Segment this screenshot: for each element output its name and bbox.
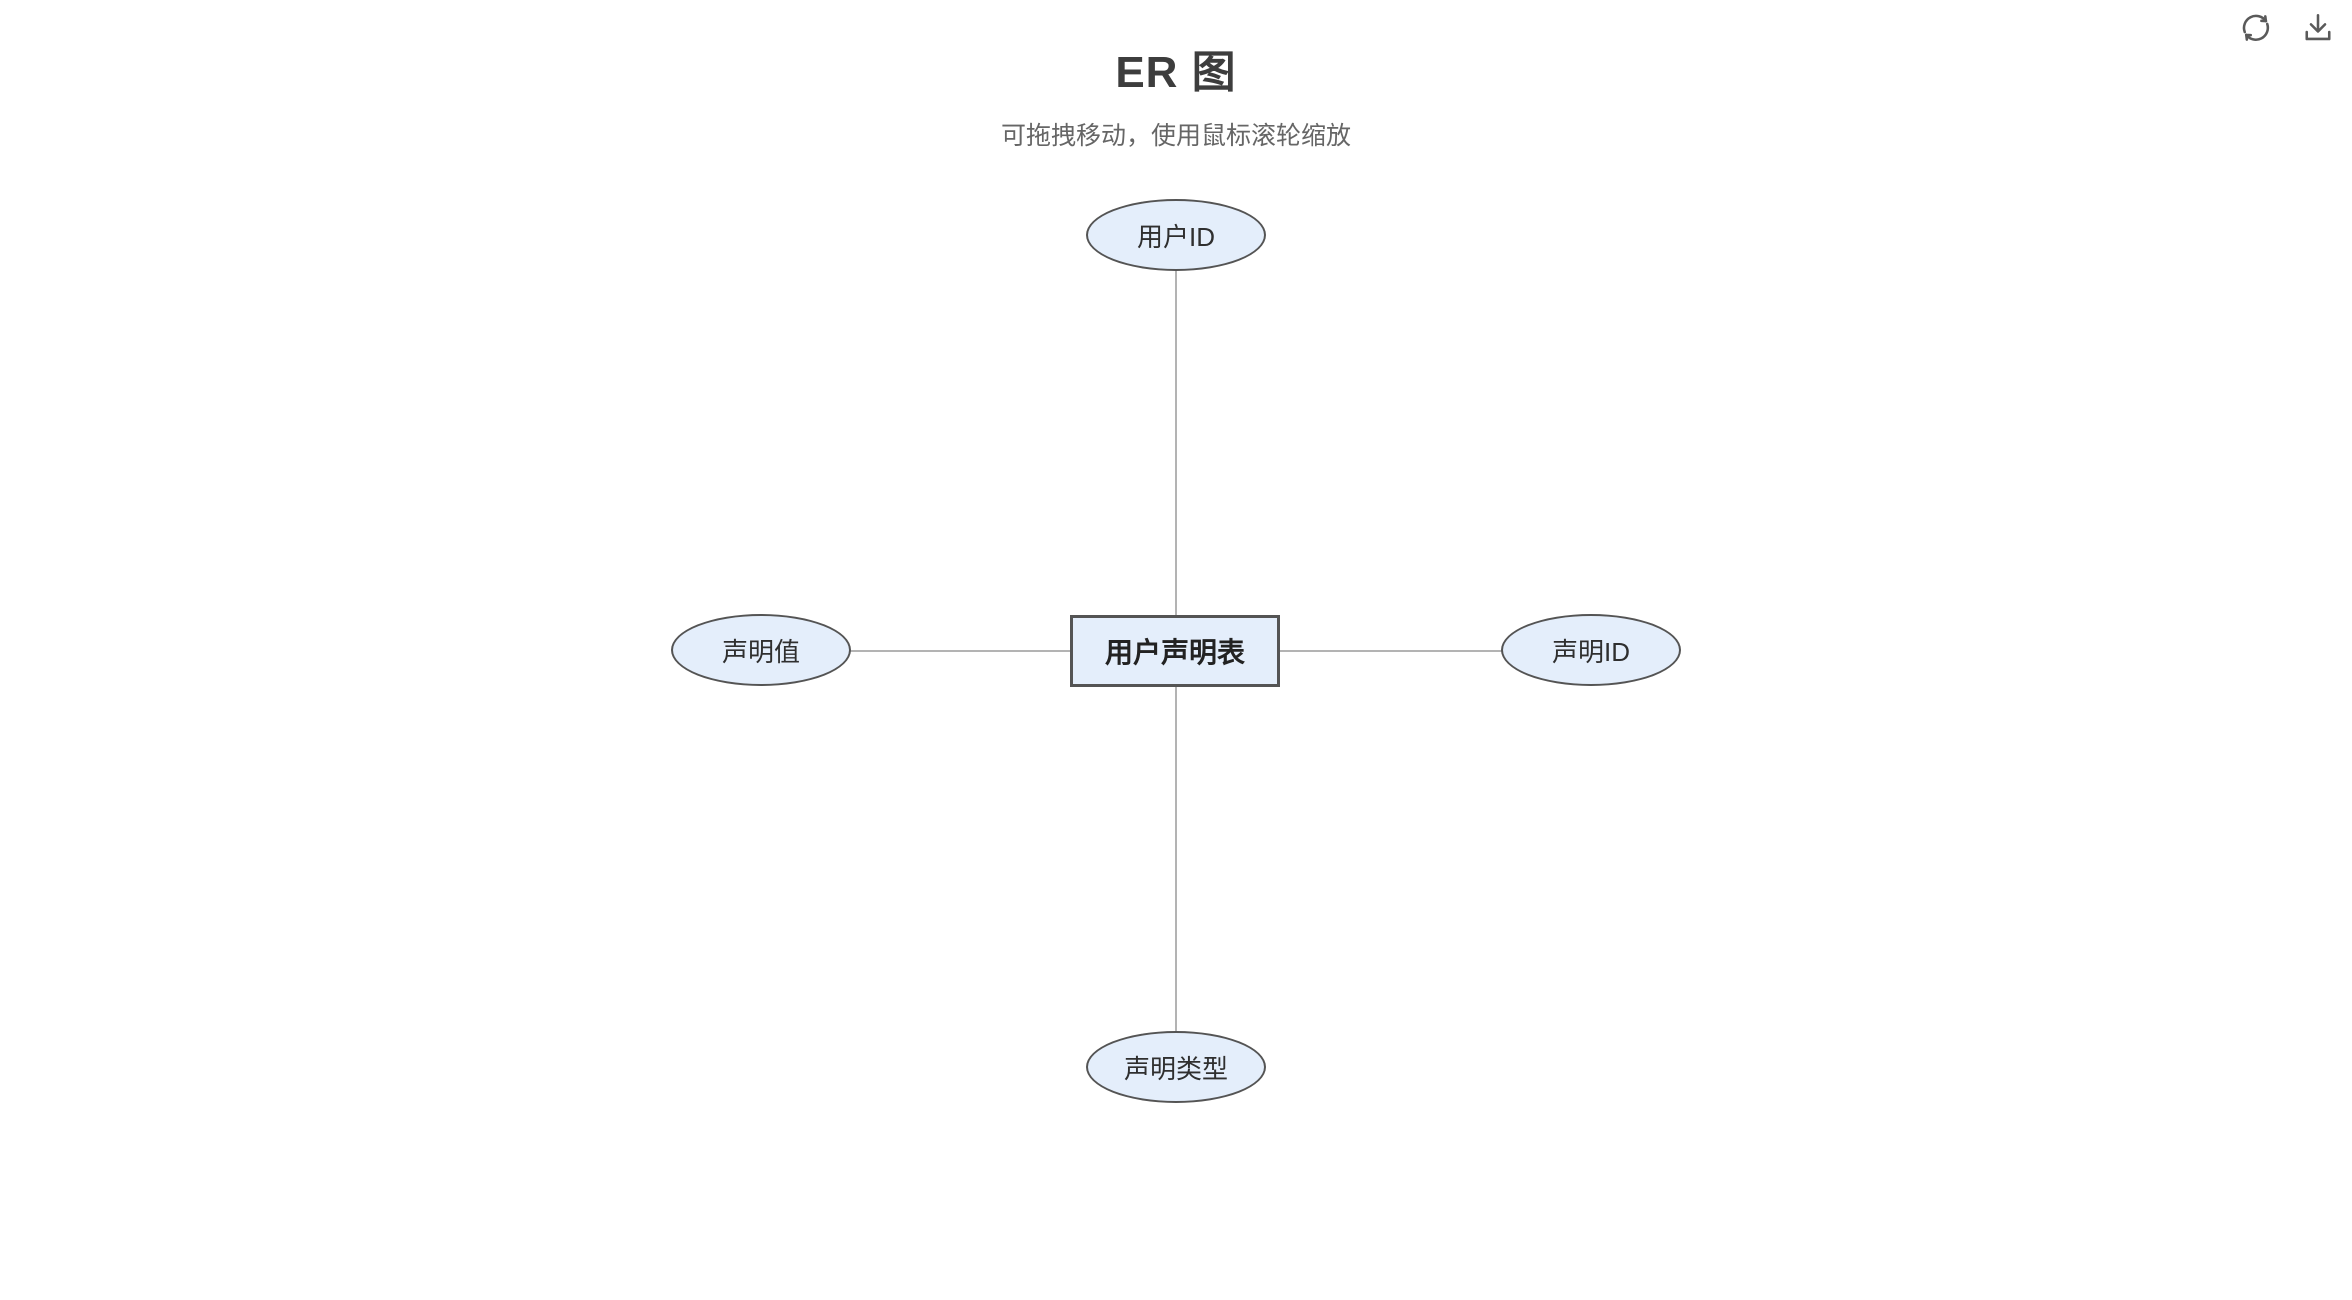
entity-label: 用户声明表 bbox=[1104, 637, 1245, 668]
attribute-node-left[interactable]: 声明值 bbox=[671, 614, 851, 686]
download-icon bbox=[2300, 10, 2336, 46]
connector-entity-bottom bbox=[1175, 651, 1177, 1067]
toolbar bbox=[2234, 6, 2340, 50]
attribute-label: 声明类型 bbox=[1123, 1053, 1228, 1084]
attribute-node-bottom[interactable]: 声明类型 bbox=[1086, 1031, 1266, 1103]
download-button[interactable] bbox=[2296, 6, 2340, 50]
attribute-node-right[interactable]: 声明ID bbox=[1501, 614, 1681, 686]
connector-entity-top bbox=[1175, 235, 1177, 651]
attribute-label: 声明ID bbox=[1551, 636, 1630, 667]
entity-node[interactable]: 用户声明表 bbox=[1070, 615, 1280, 687]
connector-entity-right bbox=[1175, 650, 1591, 652]
refresh-button[interactable] bbox=[2234, 6, 2278, 50]
attribute-node-top[interactable]: 用户ID bbox=[1086, 199, 1266, 271]
attribute-label: 用户ID bbox=[1136, 221, 1215, 252]
attribute-label: 声明值 bbox=[721, 636, 800, 667]
refresh-icon bbox=[2238, 10, 2274, 46]
connector-entity-left bbox=[761, 650, 1175, 652]
